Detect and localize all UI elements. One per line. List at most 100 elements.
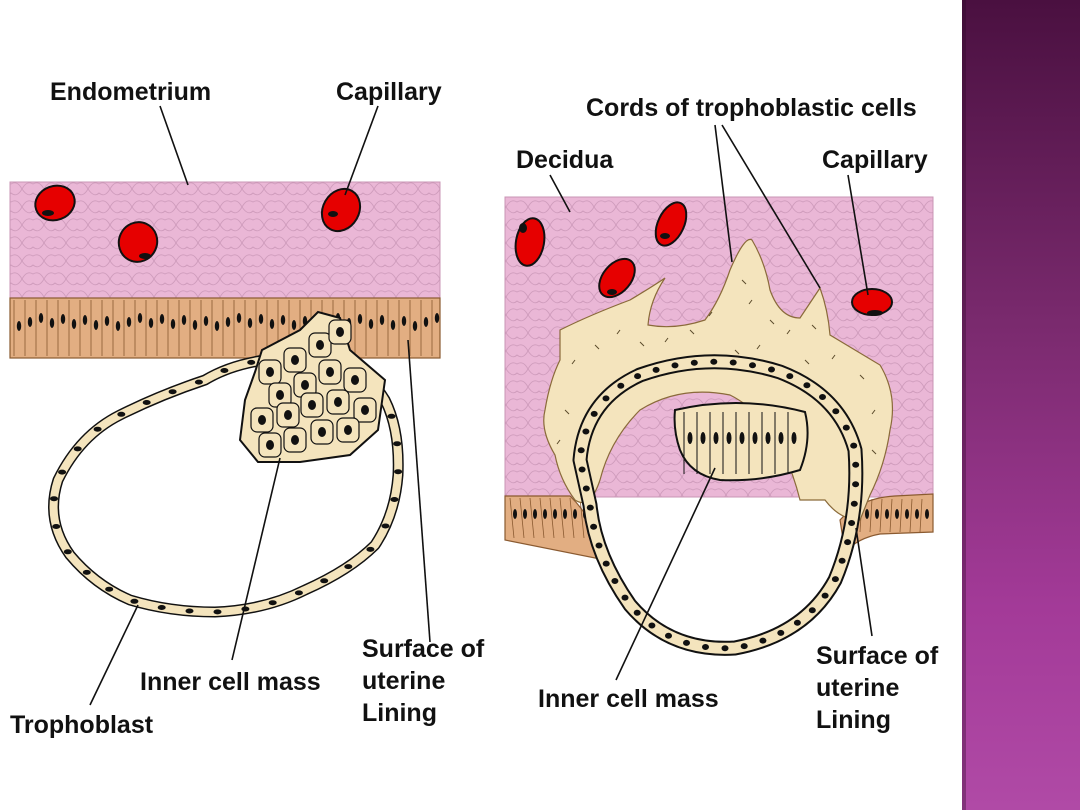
nucleus (852, 461, 860, 468)
epithelial-nucleus (543, 509, 547, 519)
cord-dash (734, 349, 740, 355)
epithelial-nucleus (82, 315, 88, 325)
epithelial-nucleus (203, 316, 209, 326)
left-capillary-1 (34, 184, 76, 222)
icm-nucleus (713, 432, 719, 444)
epithelial-cell-wall (869, 498, 873, 533)
right-trophoblast-nuclei (577, 358, 860, 652)
cord-dash (689, 329, 695, 335)
nucleus (52, 524, 61, 529)
nucleus (185, 608, 194, 614)
nucleus (821, 592, 829, 599)
epithelial-nucleus (523, 509, 527, 519)
right-capillary-3 (654, 201, 688, 247)
icm-nucleus (687, 432, 693, 444)
epithelial-nucleus (533, 509, 537, 519)
left-capillary-label: Capillary (336, 78, 442, 106)
nucleus (142, 400, 151, 405)
nucleus (808, 607, 816, 614)
sidebar-edge (962, 0, 966, 810)
epithelial-nucleus (895, 509, 899, 519)
cord-dash (871, 409, 876, 415)
icm-nucleus (700, 432, 706, 444)
nucleus (590, 523, 598, 530)
epithelial-nucleus (247, 318, 253, 328)
nucleus (842, 424, 850, 431)
epithelial-cell-wall (889, 498, 893, 533)
epithelial-cell-wall (919, 498, 923, 533)
left-epithelium-cells (13, 300, 440, 356)
epithelial-nucleus (93, 320, 99, 330)
icm-nucleus (308, 400, 316, 410)
nucleus (294, 590, 303, 596)
epithelial-nucleus (423, 317, 429, 327)
epithelial-nucleus (38, 313, 44, 323)
right-surface-label-line3: Lining (816, 706, 891, 734)
nucleus (247, 359, 256, 365)
nucleus (590, 410, 598, 417)
nucleus (721, 645, 729, 652)
epithelial-nucleus (905, 509, 909, 519)
left-endometrium-tissue (9, 181, 441, 301)
nucleus (320, 578, 329, 584)
nucleus (168, 389, 177, 395)
cord-dash (594, 344, 600, 350)
nucleus (786, 373, 794, 380)
left-surface-label-line1: Surface of (362, 635, 485, 663)
nucleus (117, 411, 126, 417)
nucleus (633, 609, 641, 616)
nucleus (671, 362, 679, 369)
nucleus (394, 469, 403, 475)
nucleus (768, 366, 775, 373)
epithelial-nucleus (225, 317, 231, 327)
epithelial-nucleus (159, 314, 165, 324)
icm-nucleus (351, 375, 359, 385)
nucleus (652, 366, 660, 373)
nucleus (63, 549, 72, 555)
epithelial-nucleus (60, 314, 66, 324)
epithelial-nucleus (390, 320, 396, 330)
cord-dash (871, 449, 877, 455)
epithelial-nucleus (401, 316, 407, 326)
left-epithelium-band (9, 297, 441, 359)
epithelial-cell-wall (559, 497, 565, 539)
icm-nucleus (301, 380, 309, 390)
icm-nucleus (765, 432, 771, 444)
nucleus (819, 394, 826, 400)
cord-dash (786, 329, 791, 335)
right-surface-label-line2: uterine (816, 674, 899, 702)
nucleus (82, 569, 91, 575)
icm-nucleus (334, 397, 342, 407)
nucleus (729, 359, 737, 366)
epithelial-nucleus (291, 320, 297, 330)
nucleus (831, 576, 839, 583)
epithelial-nucleus (368, 319, 374, 329)
icm-nucleus (326, 367, 334, 377)
nucleus (611, 578, 619, 584)
left-panel: Endometrium Capillary Inner cell mass Tr… (9, 78, 485, 739)
epithelial-cell-wall (899, 498, 903, 533)
left-capillary-2 (117, 221, 159, 263)
left-trophoblast-nuclei (50, 354, 403, 615)
cord-dash (756, 344, 761, 350)
icm-nucleus (791, 432, 797, 444)
nucleus (602, 560, 610, 567)
left-leader-lines (89, 105, 431, 706)
nucleus (387, 413, 396, 419)
epithelial-nucleus (357, 314, 363, 324)
epithelial-cell-wall (539, 497, 545, 539)
nucleus (850, 442, 858, 449)
epithelial-nucleus (104, 316, 110, 326)
right-capillary-4 (851, 288, 893, 316)
left-endometrium-label: Endometrium (50, 78, 211, 106)
nucleus (838, 557, 846, 564)
epithelial-cell-wall (549, 497, 555, 539)
nucleus (157, 605, 166, 610)
nucleus (702, 644, 709, 650)
right-capillary-1 (514, 217, 546, 267)
epithelial-nucleus (27, 317, 33, 327)
icm-nucleus (778, 432, 784, 444)
nucleus (50, 496, 58, 502)
icm-nucleus (726, 432, 732, 444)
